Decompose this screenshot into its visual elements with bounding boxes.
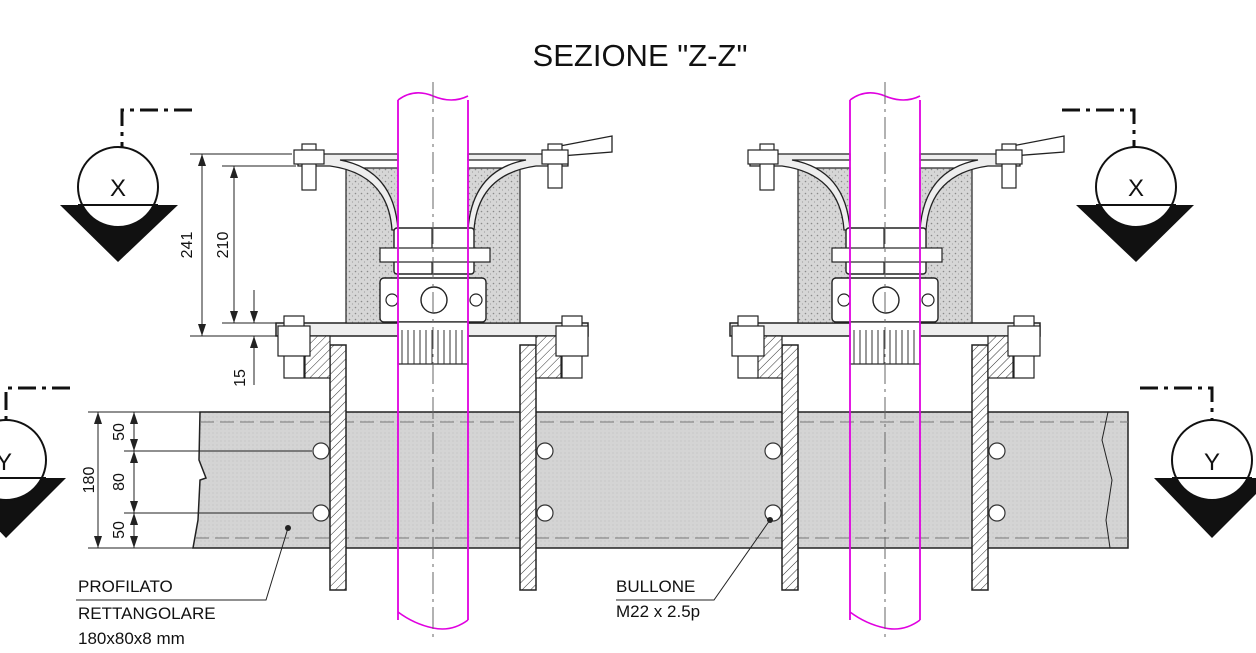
dim-241: 241: [179, 232, 196, 259]
dim-15: 15: [232, 369, 249, 387]
section-marker-x-right: X: [1062, 108, 1194, 262]
section-label-x-right: X: [1128, 175, 1144, 202]
section-marker-y-right: Y: [1140, 386, 1256, 538]
beam-label-line3: 180x80x8 mm: [78, 629, 185, 648]
section-label-y-right: Y: [1204, 449, 1220, 476]
bolt-label-line2: M22 x 2.5p: [616, 602, 700, 621]
right-flange-assembly: [729, 82, 1065, 640]
beam-label-line2: RETTANGOLARE: [78, 604, 216, 623]
drawing-title: SEZIONE "Z-Z": [533, 38, 748, 73]
dim-50-bottom: 50: [111, 521, 128, 539]
dim-180: 180: [81, 467, 98, 494]
left-flange-assembly: [275, 82, 613, 640]
beam-bolt-holes: [312, 442, 1006, 522]
section-marker-y-left: Y: [0, 386, 70, 538]
beam-label-line1: PROFILATO: [78, 577, 173, 596]
dim-80: 80: [111, 473, 128, 491]
dim-50-top: 50: [111, 423, 128, 441]
section-label-x-left: X: [110, 175, 126, 202]
section-label-y-left: Y: [0, 449, 12, 476]
bolt-label-line1: BULLONE: [616, 577, 695, 596]
section-marker-x-left: X: [60, 108, 192, 262]
dim-210: 210: [215, 232, 232, 259]
dimension-arrows: [94, 154, 773, 548]
